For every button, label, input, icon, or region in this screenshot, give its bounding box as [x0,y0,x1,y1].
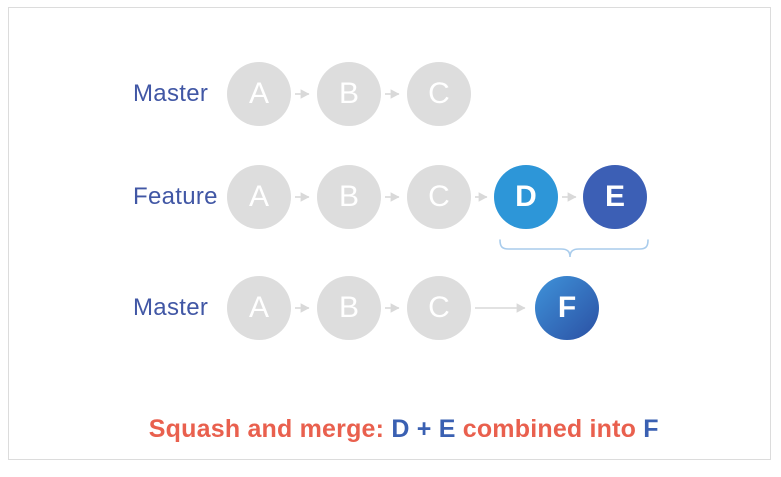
commit-node-master-bottom-c: C [407,276,471,340]
commit-node-master-bottom-b: B [317,276,381,340]
commit-node-master-bottom-f: F [535,276,599,340]
branch-label-feature: Feature [133,183,218,210]
diagram-frame [8,7,771,460]
branch-label-master-bottom: Master [133,294,209,321]
branch-label-master-top: Master [133,80,209,107]
caption: Squash and merge: D + E combined into F [8,386,771,473]
commit-node-master-top-b: B [317,62,381,126]
commit-node-master-bottom-a: A [227,276,291,340]
commit-node-feature-e: E [583,165,647,229]
commit-node-feature-a: A [227,165,291,229]
caption-segment-combined-into: combined into [455,415,644,443]
commit-node-feature-c: C [407,165,471,229]
commit-node-feature-b: B [317,165,381,229]
commit-node-feature-d: D [494,165,558,229]
caption-segment-f: F [643,415,659,443]
caption-segment-squash: Squash and merge: [148,415,392,443]
commit-node-master-top-c: C [407,62,471,126]
caption-segment-d-plus-e: D + E [391,415,456,443]
commit-node-master-top-a: A [227,62,291,126]
